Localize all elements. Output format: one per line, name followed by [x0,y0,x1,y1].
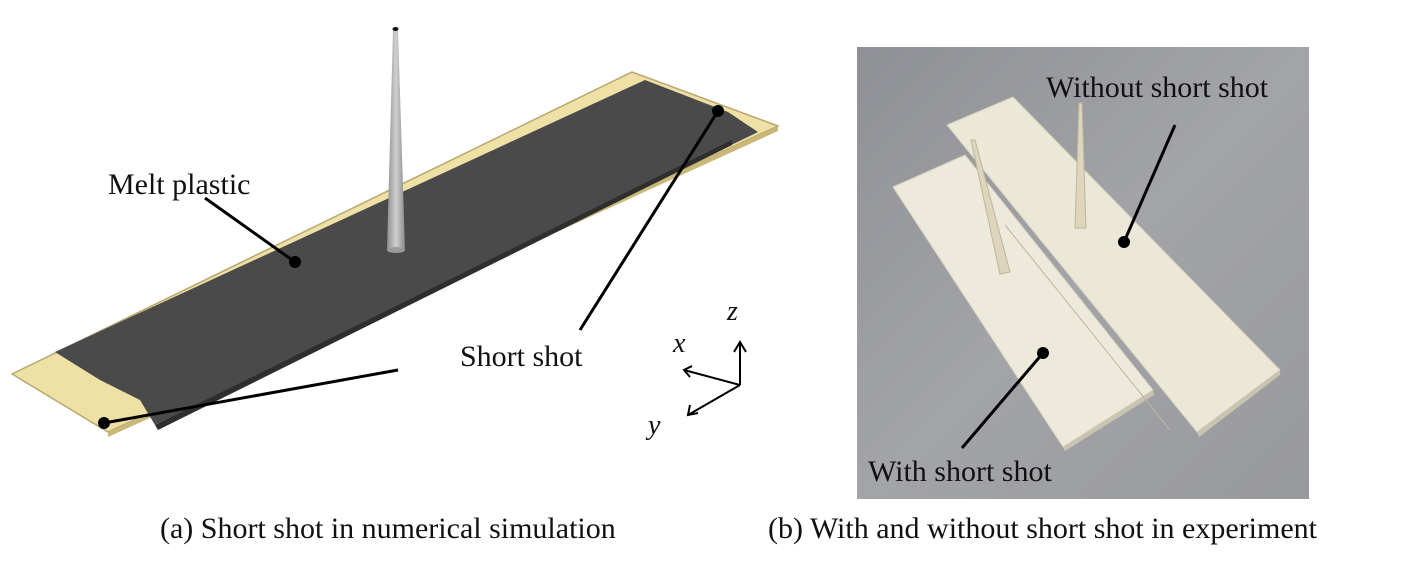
sprue-base [387,247,405,253]
plate-with-edge [1063,390,1154,451]
without-short-shot-dot [1118,236,1130,248]
with-short-shot-dot [1037,347,1049,359]
plate-seam [1004,224,1171,431]
short-shot-dot-left [98,417,110,429]
with-short-shot-leader [960,352,1045,449]
melt-plastic-dot [289,256,301,268]
sprue-with [970,139,1011,275]
simulation-panel: Melt plastic Short shot z x y (a) Short … [10,27,780,545]
with-short-shot-label: With short shot [868,455,1052,488]
short-shot-label: Short shot [460,340,583,373]
short-shot-leader-right [578,110,720,331]
sprue [387,30,405,250]
caption-a: (a) Short shot in numerical simulation [160,512,616,545]
short-shot-dot-right [712,105,724,117]
y-axis-label: y [645,410,661,441]
melt-plastic-edge [155,140,732,430]
plate-without-edge [1197,370,1280,437]
z-axis-label: z [726,296,738,327]
without-short-shot-leader [1122,124,1177,243]
melt-plastic-region [55,80,758,425]
experiment-photo-panel: Without short shot With short shot (b) W… [768,47,1318,545]
without-short-shot-label: Without short shot [1046,71,1269,104]
axis-triad-icon [682,340,747,417]
x-axis-label: x [672,328,686,359]
caption-b: (b) With and without short shot in exper… [768,512,1318,545]
melt-plastic-label: Melt plastic [108,168,250,201]
melt-plastic-leader [204,196,296,264]
sprue-without [1074,102,1087,229]
sprue-top [392,27,399,31]
short-shot-leader-left [103,368,399,425]
